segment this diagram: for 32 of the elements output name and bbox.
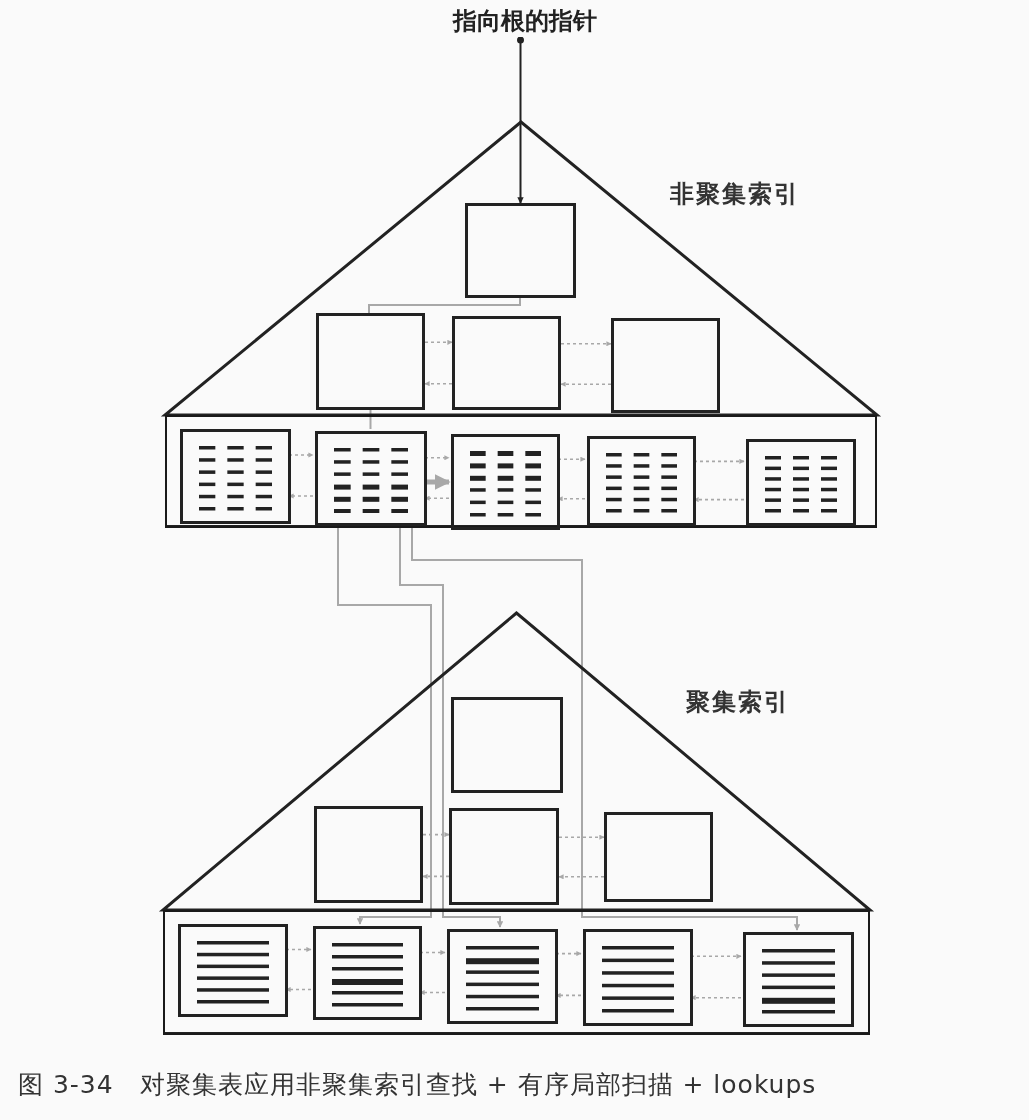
arrow (419, 949, 446, 956)
leaf-page (587, 436, 696, 526)
leaf-page (180, 429, 291, 524)
arrow (690, 953, 742, 959)
root-pointer-label: 指向根的指针 (425, 2, 625, 40)
leaf-page (451, 434, 560, 530)
leaf-level-band (163, 910, 870, 1035)
leaf-level-band (165, 415, 877, 528)
arrow (424, 495, 450, 501)
leaf-page (178, 924, 288, 1017)
leaf-page (313, 926, 422, 1020)
arrow (690, 995, 742, 1001)
leaf-page (743, 932, 854, 1027)
arrow (693, 497, 745, 503)
arrow (288, 493, 314, 499)
scan-arrow (425, 474, 451, 490)
arrow (288, 452, 314, 458)
leaf-page (746, 439, 856, 526)
arrow (419, 989, 446, 996)
arrow (285, 946, 312, 953)
arrow (285, 986, 312, 993)
leaf-page (583, 929, 693, 1026)
arrow (424, 455, 450, 461)
arrow (557, 496, 586, 502)
arrow (555, 992, 582, 998)
arrow (693, 458, 745, 464)
path-line (369, 409, 372, 430)
figure-caption: 图 3-34 对聚集表应用非聚集索引查找 + 有序局部扫描 + lookups (18, 1069, 817, 1101)
arrow (557, 456, 586, 462)
leaf-page (447, 929, 558, 1024)
leaf-page (315, 431, 427, 526)
arrow (555, 951, 582, 957)
